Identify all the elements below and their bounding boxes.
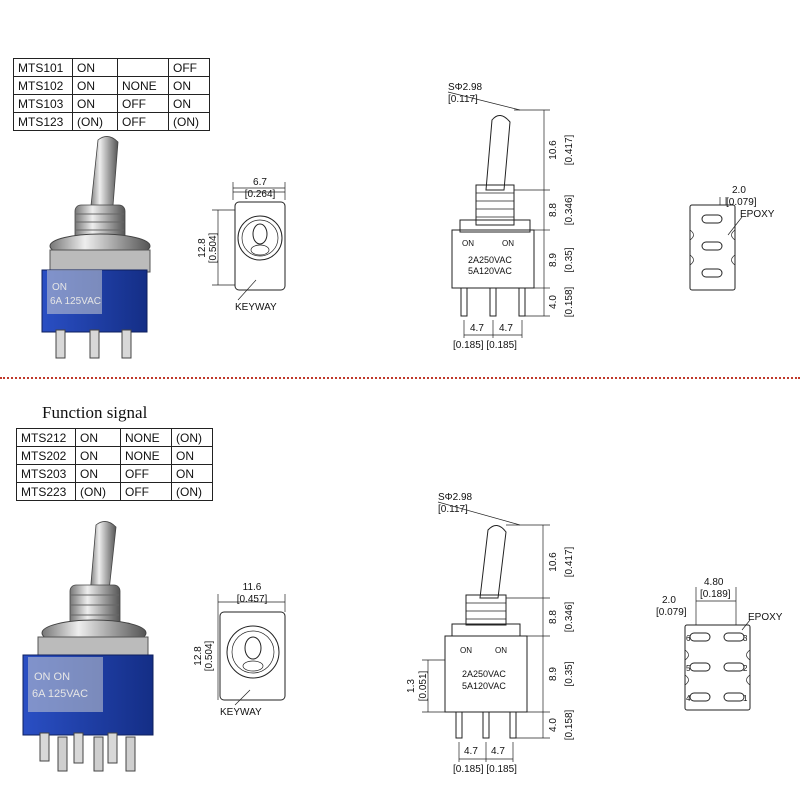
dim-width-inch: [0.457] <box>237 594 268 605</box>
dim-width: 11.6 <box>243 582 262 593</box>
dim-pad-inch: [0.079] <box>656 607 687 618</box>
dim-pad: 2.0 <box>732 185 746 196</box>
dim-body: 8.9 <box>548 253 559 267</box>
pin-number: 1 <box>743 694 748 703</box>
dim-height-inch: [0.504] <box>208 232 219 263</box>
side-view-dpdt: SΦ2.98 [0.117] ON ON 2A250VAC 5A120VAC 1… <box>406 492 575 775</box>
terminal-on-left: ON <box>462 239 474 248</box>
dim-pitch-1: 4.7 <box>470 323 484 334</box>
table-row: MTS223(ON) OFF(ON) <box>16 482 213 501</box>
epoxy-label: EPOXY <box>748 612 783 623</box>
dim-pitch-2: 4.7 <box>491 746 505 757</box>
section-divider <box>0 377 800 379</box>
switch-photo-dpdt: ON ON 6A 125VAC <box>22 521 154 772</box>
switch-photo-spdt: ON 6A 125VAC <box>41 136 151 359</box>
pin-number: 2 <box>743 664 748 673</box>
table-row: MTS212 ON NONE (ON) <box>16 428 213 447</box>
dim-pin-inch: [0.158] <box>564 286 575 317</box>
rating-250: 2A250VAC <box>462 669 506 679</box>
dim-height-inch: [0.504] <box>204 640 215 671</box>
dim-row-pitch-inch: [0.189] <box>700 589 731 600</box>
pin-number: 3 <box>743 634 748 643</box>
dim-sphere: SΦ2.98 <box>438 492 473 503</box>
front-view-spdt: 6.7 [0.264] 12.8 [0.504] KEYWAY <box>197 177 286 313</box>
section-heading: Function signal <box>42 403 148 422</box>
dim-pitch-inch: [0.185] [0.185] <box>453 764 517 775</box>
terminal-on-right: ON <box>495 646 507 655</box>
dim-bushing: 8.8 <box>548 610 559 624</box>
bottom-view-spdt: 2.0 [0.079] EPOXY <box>689 185 775 291</box>
pin-number: 6 <box>686 634 691 643</box>
dim-width: 6.7 <box>253 177 267 188</box>
dim-lever: 10.6 <box>548 552 559 572</box>
dim-sphere-inch: [0.117] <box>438 504 468 515</box>
rating-120: 5A120VAC <box>468 266 512 276</box>
dim-pitch-inch: [0.185] [0.185] <box>453 340 517 350</box>
dim-offset-inch: [0.051] <box>418 670 429 701</box>
dim-pitch-2: 4.7 <box>499 323 513 334</box>
dim-pin-inch: [0.158] <box>564 709 575 740</box>
keyway-label: KEYWAY <box>235 302 277 313</box>
dim-width-inch: [0.264] <box>245 189 276 200</box>
dim-pad-inch: [0.079] <box>726 197 757 208</box>
dim-lever-inch: [0.417] <box>564 134 575 165</box>
dim-offset: 1.3 <box>406 679 417 693</box>
bottom-view-dpdt: 2.0 [0.079] 4.80 [0.189] EPOXY 6 3 5 2 4… <box>656 577 783 711</box>
dim-body: 8.9 <box>548 667 559 681</box>
pin-number: 5 <box>686 664 691 673</box>
dim-height: 12.8 <box>197 238 208 258</box>
dim-row-pitch: 4.80 <box>704 577 724 588</box>
terminal-on-left: ON <box>460 646 472 655</box>
dim-body-inch: [0.35] <box>564 661 575 686</box>
rating-120: 5A120VAC <box>462 681 506 691</box>
dim-height: 12.8 <box>193 646 204 666</box>
photo-label-on: ON ON <box>34 671 70 683</box>
dim-bushing-inch: [0.346] <box>564 601 575 632</box>
table-row: MTS123(ON) OFF(ON) <box>13 112 210 131</box>
dim-pin: 4.0 <box>548 718 559 732</box>
epoxy-label: EPOXY <box>740 209 775 220</box>
side-view-spdt: SΦ2.98 [0.117] ON ON 2A250VAC 5A120VAC 1… <box>447 82 575 350</box>
dim-lever-inch: [0.417] <box>564 546 575 577</box>
dim-lever: 10.6 <box>548 140 559 160</box>
table-row: MTS101 ON OFF <box>13 58 210 77</box>
rating-250: 2A250VAC <box>468 255 512 265</box>
terminal-on-right: ON <box>502 239 514 248</box>
pin-number: 4 <box>686 694 691 703</box>
dim-pin: 4.0 <box>548 295 559 309</box>
photo-label-on: ON <box>52 282 67 293</box>
dim-sphere-inch: [0.117] <box>448 94 478 105</box>
dim-sphere: SΦ2.98 <box>448 82 483 93</box>
front-view-dpdt: 11.6 [0.457] 12.8 [0.504] KEYWAY <box>193 582 286 718</box>
dim-pad: 2.0 <box>662 595 676 606</box>
keyway-label: KEYWAY <box>220 707 262 718</box>
dim-pitch-1: 4.7 <box>464 746 478 757</box>
photo-label-rating: 6A 125VAC <box>50 296 101 307</box>
dim-bushing-inch: [0.346] <box>564 194 575 225</box>
photo-label-rating: 6A 125VAC <box>32 688 88 700</box>
dim-bushing: 8.8 <box>548 203 559 217</box>
dim-body-inch: [0.35] <box>564 247 575 272</box>
